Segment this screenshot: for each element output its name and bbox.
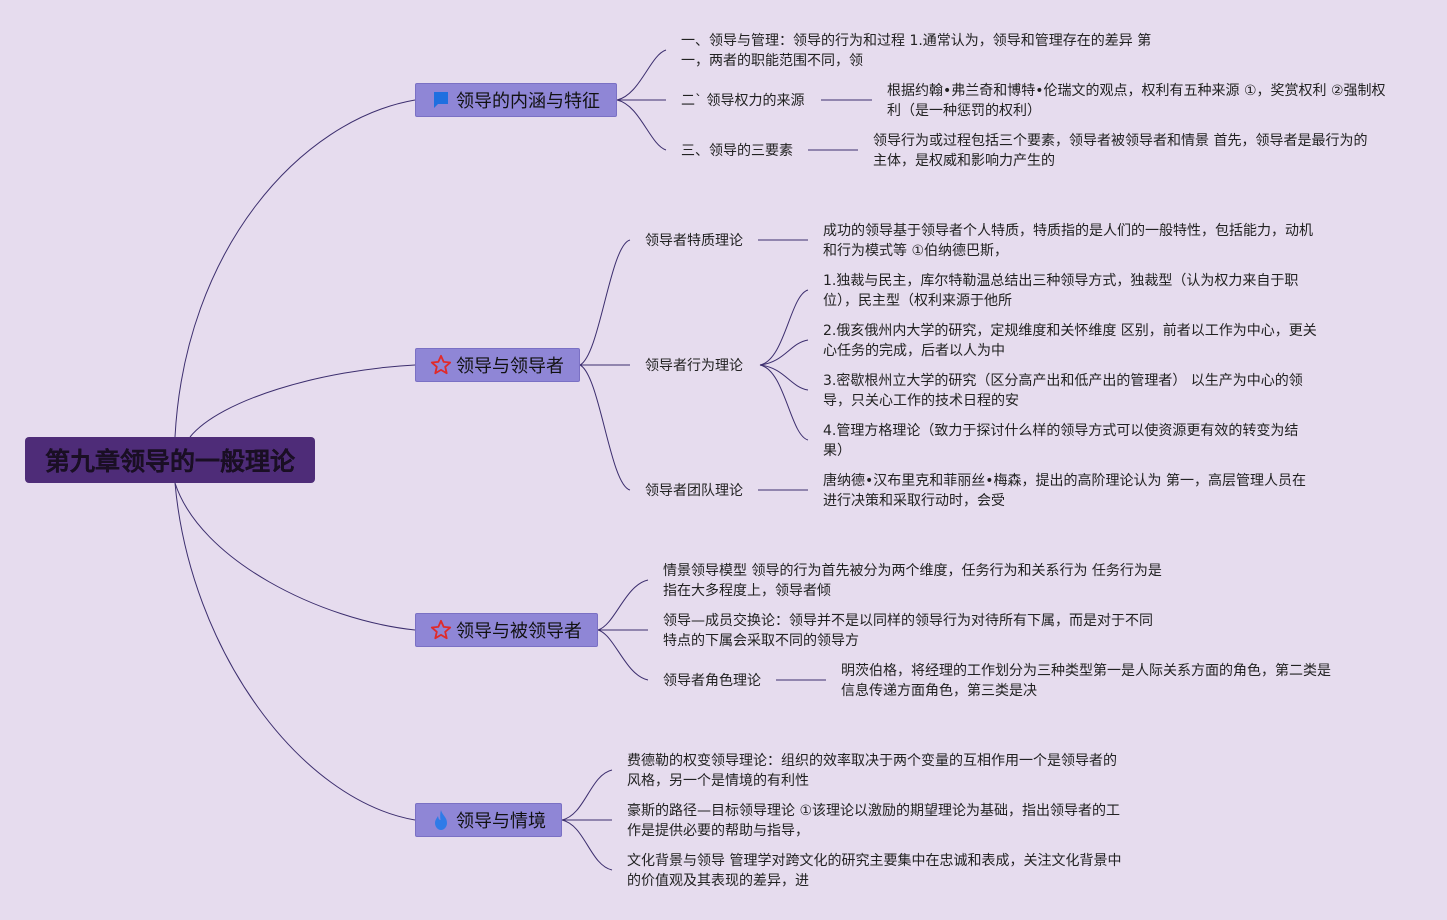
subtopic-text[interactable]: 一、领导与管理：领导的行为和过程 1.通常认为，领导和管理存在的差异 第一，两者…: [681, 33, 1152, 69]
subtopic-text[interactable]: 领导—成员交换论：领导并不是以同样的领导行为对待所有下属，而是对于不同特点的下属…: [663, 613, 1153, 649]
branch-label: 领导的内涵与特征: [456, 91, 600, 112]
branch-label: 领导与被领导者: [456, 621, 582, 642]
branch-topic-4[interactable]: 领导与情境: [415, 803, 562, 837]
subtopic-detail[interactable]: 明茨伯格，将经理的工作划分为三种类型第一是人际关系方面的角色，第二类是信息传递方…: [841, 663, 1331, 699]
root-topic[interactable]: 第九章领导的一般理论: [25, 437, 315, 483]
subtopic-detail[interactable]: 1.独裁与民主，库尔特勒温总结出三种领导方式，独裁型（认为权力来自于职位），民主…: [823, 273, 1299, 309]
subtopic-label[interactable]: 领导者行为理论: [645, 358, 743, 374]
subtopic-label[interactable]: 三、领导的三要素: [681, 143, 793, 159]
subtopic-detail[interactable]: 4.管理方格理论（致力于探讨什么样的领导方式可以使资源更有效的转变为结果）: [823, 423, 1299, 459]
subtopic-detail[interactable]: 领导行为或过程包括三个要素，领导者被领导者和情景 首先，领导者是最行为的主体，是…: [873, 133, 1368, 169]
subtopic-text[interactable]: 情景领导模型 领导的行为首先被分为两个维度，任务行为和关系行为 任务行为是指在大…: [663, 563, 1162, 599]
subtopic-text[interactable]: 费德勒的权变领导理论：组织的效率取决于两个变量的互相作用一个是领导者的风格，另一…: [627, 753, 1117, 789]
branch-topic-1[interactable]: 领导的内涵与特征: [415, 83, 617, 117]
subtopic-label[interactable]: 领导者特质理论: [645, 233, 743, 249]
subtopic-text[interactable]: 豪斯的路径—目标领导理论 ①该理论以激励的期望理论为基础，指出领导者的工作是提供…: [627, 803, 1120, 839]
blue-flame-icon: [430, 809, 452, 831]
subtopic-detail[interactable]: 2.俄亥俄州内大学的研究，定规维度和关怀维度 区别，前者以工作为中心，更关心任务…: [823, 323, 1317, 359]
blue-flag-icon: [430, 89, 452, 111]
subtopic-label[interactable]: 二ˋ 领导权力的来源: [681, 93, 805, 109]
branch-topic-2[interactable]: 领导与领导者: [415, 348, 580, 382]
red-star-icon: [430, 354, 452, 376]
red-star-icon: [430, 619, 452, 641]
branch-label: 领导与领导者: [456, 356, 564, 377]
subtopic-label[interactable]: 领导者角色理论: [663, 673, 761, 689]
branch-label: 领导与情境: [456, 811, 546, 832]
subtopic-label[interactable]: 领导者团队理论: [645, 483, 743, 499]
subtopic-detail[interactable]: 根据约翰•弗兰奇和博特•伦瑞文的观点，权利有五种来源 ①，奖赏权利 ②强制权利（…: [887, 83, 1386, 119]
subtopic-detail[interactable]: 成功的领导基于领导者个人特质，特质指的是人们的一般特性，包括能力，动机和行为模式…: [823, 223, 1313, 259]
subtopic-detail[interactable]: 唐纳德•汉布里克和菲丽丝•梅森，提出的高阶理论认为 第一，高层管理人员在进行决策…: [823, 473, 1306, 509]
branch-topic-3[interactable]: 领导与被领导者: [415, 613, 598, 647]
subtopic-text[interactable]: 文化背景与领导 管理学对跨文化的研究主要集中在忠诚和表成，关注文化背景中的价值观…: [627, 853, 1122, 889]
root-title: 第九章领导的一般理论: [44, 447, 295, 476]
subtopic-detail[interactable]: 3.密歇根州立大学的研究（区分高产出和低产出的管理者） 以生产为中心的领导，只关…: [823, 373, 1303, 409]
